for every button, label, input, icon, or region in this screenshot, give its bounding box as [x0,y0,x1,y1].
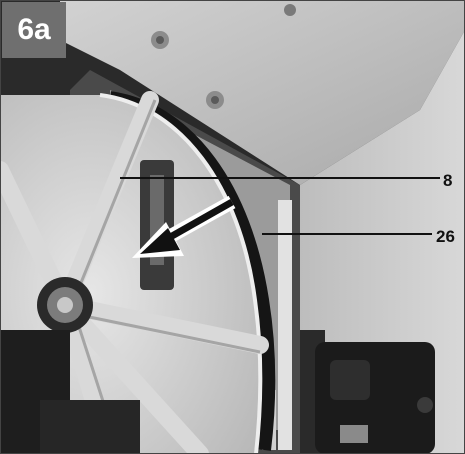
callout-8: 8 [443,171,453,190]
direction-arrow-icon [132,195,236,258]
callout-26: 26 [436,227,455,246]
figure-label: 6a [2,2,66,58]
